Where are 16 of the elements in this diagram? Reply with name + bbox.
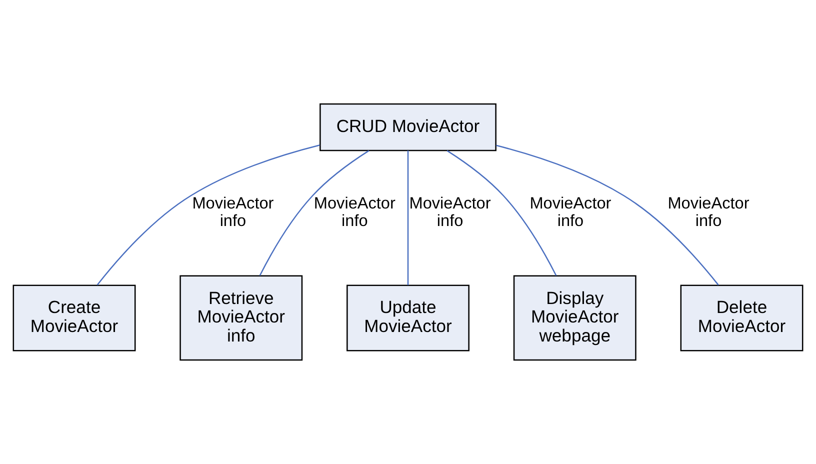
edge-label: MovieActor info	[668, 194, 750, 230]
node-box: CRUD MovieActor	[320, 103, 496, 152]
edge-label: MovieActor info	[314, 194, 396, 230]
connector	[407, 150, 409, 286]
connector	[446, 150, 557, 276]
edge-label: MovieActor info	[409, 194, 491, 230]
node-box: Retrieve MovieActor info	[180, 275, 303, 361]
node-box: Create MovieActor	[12, 284, 136, 352]
connector	[259, 150, 370, 276]
node-box: Update MovieActor	[346, 284, 470, 352]
node-box: Delete MovieActor	[680, 284, 804, 352]
edge-label: MovieActor info	[530, 194, 612, 230]
connector	[96, 144, 320, 286]
connector	[496, 144, 719, 286]
node-box: Display MovieActor webpage	[513, 275, 636, 361]
edge-label: MovieActor info	[192, 194, 274, 230]
